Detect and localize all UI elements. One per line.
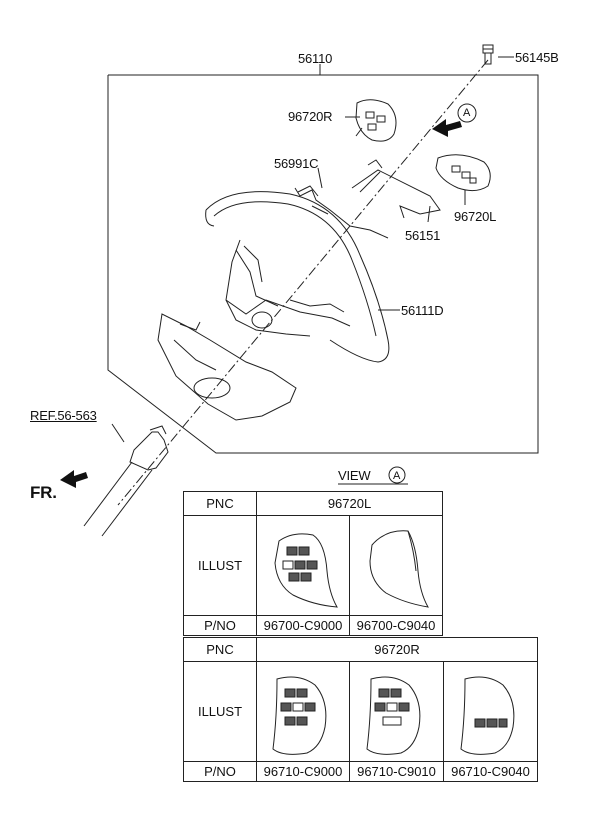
switch-96720L xyxy=(435,154,491,192)
steering-column xyxy=(83,425,169,537)
illust-switch-c9010 xyxy=(349,661,444,762)
callout-56110: 56110 xyxy=(298,51,333,66)
pnc-table-96720L: PNC 96720L ILLUST xyxy=(183,491,444,636)
callout-ref: REF.56-563 xyxy=(30,408,97,423)
leader-56991C xyxy=(317,167,323,189)
view-arrow xyxy=(432,119,462,137)
view-label: VIEW xyxy=(338,468,371,483)
view-label-circle xyxy=(388,466,406,484)
pnc-table-96720R: PNC 96720R ILLUST xyxy=(183,637,538,782)
pnc-label: PNC xyxy=(183,491,257,516)
pnc-value: 96720R xyxy=(256,637,538,662)
cover-illustration xyxy=(369,529,429,608)
switch-illustration xyxy=(272,676,327,755)
assembly-frame xyxy=(107,74,539,454)
pnc-label: PNC xyxy=(183,637,257,662)
part-number: 96710-C9040 xyxy=(443,761,538,782)
bolt-56145B xyxy=(482,44,494,65)
pno-label: P/NO xyxy=(183,615,257,636)
wiring-56991C xyxy=(294,185,389,239)
view-label-marker: A xyxy=(393,470,401,482)
pno-label: P/NO xyxy=(183,761,257,782)
part-number: 96710-C9000 xyxy=(256,761,350,782)
illust-switch-c9000 xyxy=(256,515,350,616)
bracket-56151 xyxy=(351,159,441,219)
leader-ref xyxy=(111,423,125,443)
callout-56991C: 56991C xyxy=(274,156,319,171)
view-marker-circle xyxy=(457,103,477,123)
wheel-hub xyxy=(225,239,351,337)
front-arrow xyxy=(60,470,88,488)
assembly-axis xyxy=(117,59,489,506)
callout-56145B: 56145B xyxy=(515,50,559,65)
illust-switch-c9000 xyxy=(256,661,350,762)
switch-illustration xyxy=(274,532,338,608)
switch-illustration xyxy=(365,676,420,755)
part-number: 96710-C9010 xyxy=(349,761,444,782)
switch-96720R xyxy=(355,99,397,142)
wheel-rim xyxy=(205,191,390,363)
part-number: 96700-C9040 xyxy=(348,615,444,636)
callout-96720R: 96720R xyxy=(288,109,333,124)
lower-cover xyxy=(157,313,297,421)
leader-56151 xyxy=(427,205,431,223)
illust-label: ILLUST xyxy=(183,515,257,616)
pnc-value: 96720L xyxy=(255,491,444,516)
illust-cover-c9040 xyxy=(348,515,444,616)
illust-switch-c9040 xyxy=(443,661,538,762)
callout-96720L: 96720L xyxy=(454,209,497,224)
callout-56151: 56151 xyxy=(405,228,441,243)
illust-label: ILLUST xyxy=(183,661,257,762)
callout-56111D: 56111D xyxy=(401,303,444,318)
front-label: FR. xyxy=(30,483,57,502)
view-marker-a: A xyxy=(463,107,471,119)
switch-illustration xyxy=(459,676,514,755)
part-number: 96700-C9000 xyxy=(256,615,350,636)
